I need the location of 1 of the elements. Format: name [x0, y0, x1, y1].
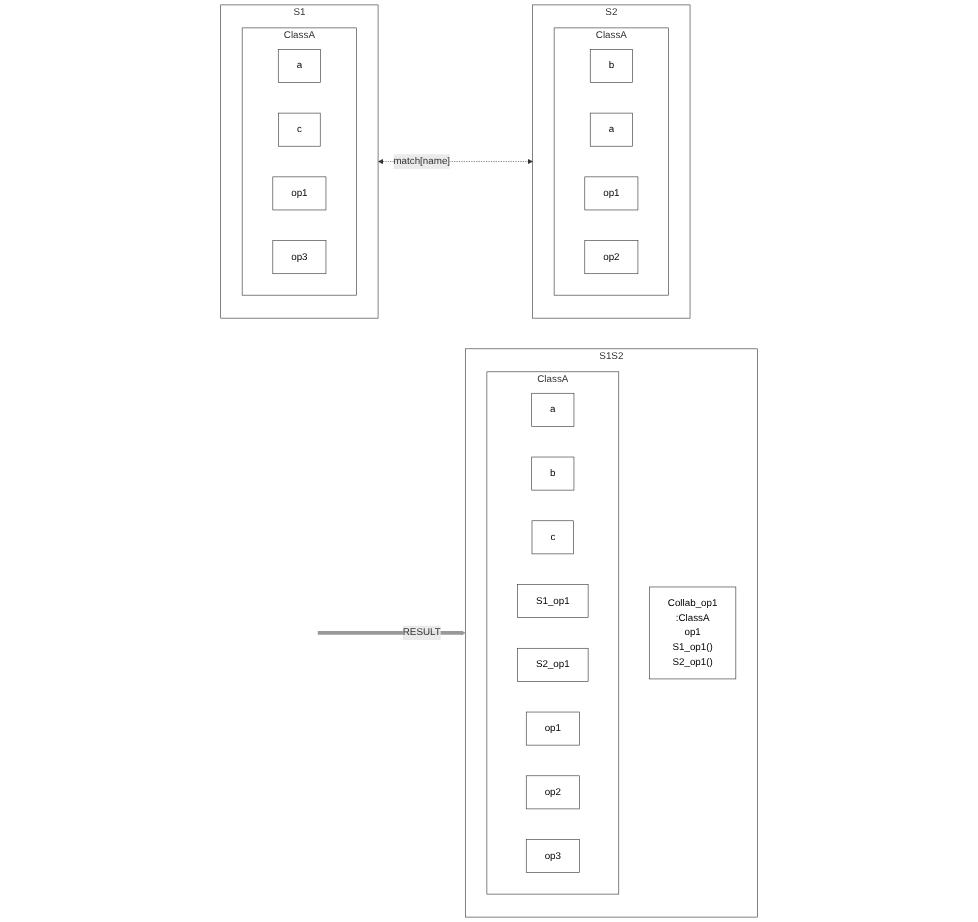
- arrow: [317, 630, 466, 636]
